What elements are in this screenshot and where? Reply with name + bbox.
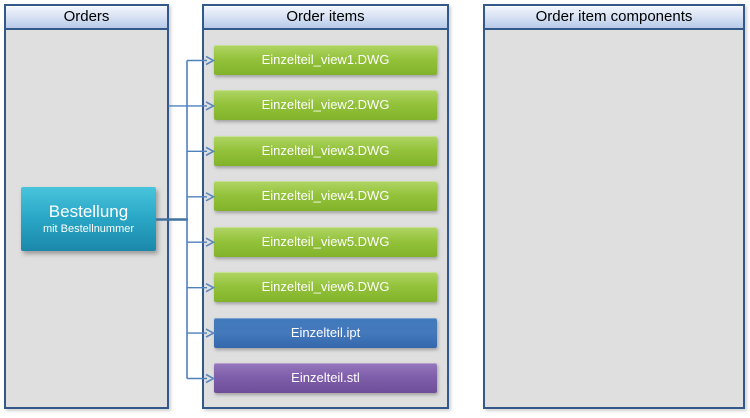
order-item-5: Einzelteil_view5.DWG bbox=[214, 226, 437, 257]
order-item-2: Einzelteil_view2.DWG bbox=[214, 90, 437, 121]
order-node-subtitle: mit Bestellnummer bbox=[42, 223, 135, 235]
order-item-4: Einzelteil_view4.DWG bbox=[214, 181, 437, 212]
order-item-3: Einzelteil_view3.DWG bbox=[214, 135, 437, 166]
order-item-8: Einzelteil.stl bbox=[214, 363, 437, 393]
panel-order-item-components-title: Order item components bbox=[485, 6, 743, 30]
panel-order-items-title: Order items bbox=[204, 6, 447, 30]
order-item-1: Einzelteil_view1.DWG bbox=[214, 45, 437, 75]
panel-order-item-components: Order item components bbox=[483, 4, 745, 409]
order-node-bestellung: Bestellung mit Bestellnummer bbox=[21, 187, 156, 251]
panel-orders-title: Orders bbox=[6, 6, 167, 30]
order-item-6: Einzelteil_view6.DWG bbox=[214, 272, 437, 303]
order-item-7: Einzelteil.ipt bbox=[214, 317, 437, 348]
order-node-title: Bestellung bbox=[48, 202, 129, 221]
